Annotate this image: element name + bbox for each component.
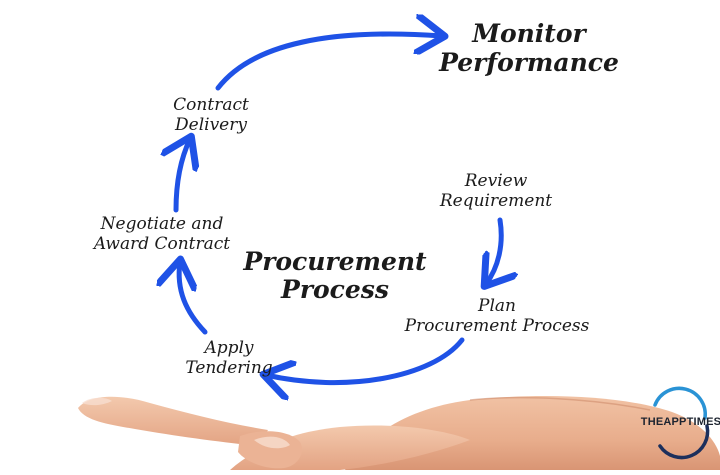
step-label-line2: Performance bbox=[438, 48, 619, 77]
arrow-review-to-plan bbox=[486, 217, 501, 284]
arrow-plan-to-tendering bbox=[266, 337, 465, 383]
arrow-negotiate-to-delivery bbox=[176, 139, 190, 213]
step-label-line2: Award Contract bbox=[92, 234, 230, 254]
step-label-line1: Apply bbox=[202, 338, 253, 358]
step-monitor-performance: Monitor Performance bbox=[438, 19, 619, 77]
logo-wordmark: THEAPPTIMES bbox=[641, 416, 720, 428]
step-label-line2: Tendering bbox=[185, 358, 272, 378]
step-label-line1: Review bbox=[464, 171, 528, 191]
step-apply-tendering: Apply Tendering bbox=[185, 338, 272, 378]
step-label-line2: Requirement bbox=[439, 191, 552, 211]
hand-image bbox=[78, 396, 720, 470]
center-title: Procurement Process bbox=[242, 247, 427, 304]
center-title-line1: Procurement bbox=[242, 247, 427, 276]
step-label-line1: Contract bbox=[173, 95, 249, 115]
step-contract-delivery: Contract Delivery bbox=[173, 95, 249, 135]
theapptimes-logo: THEAPPTIMES bbox=[641, 386, 720, 460]
step-label-line2: Delivery bbox=[174, 115, 247, 135]
arrow-tendering-to-negotiate bbox=[179, 262, 208, 335]
step-review-requirement: Review Requirement bbox=[439, 171, 552, 211]
step-label-line1: Monitor bbox=[471, 19, 587, 48]
arrow-delivery-to-monitor bbox=[215, 34, 442, 91]
cycle-arrows bbox=[176, 34, 501, 383]
center-title-line2: Process bbox=[280, 275, 389, 304]
step-label-line1: Negotiate and bbox=[100, 214, 224, 234]
step-label-line2: Procurement Process bbox=[404, 316, 590, 336]
step-plan-procurement-process: Plan Procurement Process bbox=[404, 296, 590, 336]
step-negotiate-award-contract: Negotiate and Award Contract bbox=[92, 214, 230, 254]
step-label-line1: Plan bbox=[477, 296, 516, 316]
